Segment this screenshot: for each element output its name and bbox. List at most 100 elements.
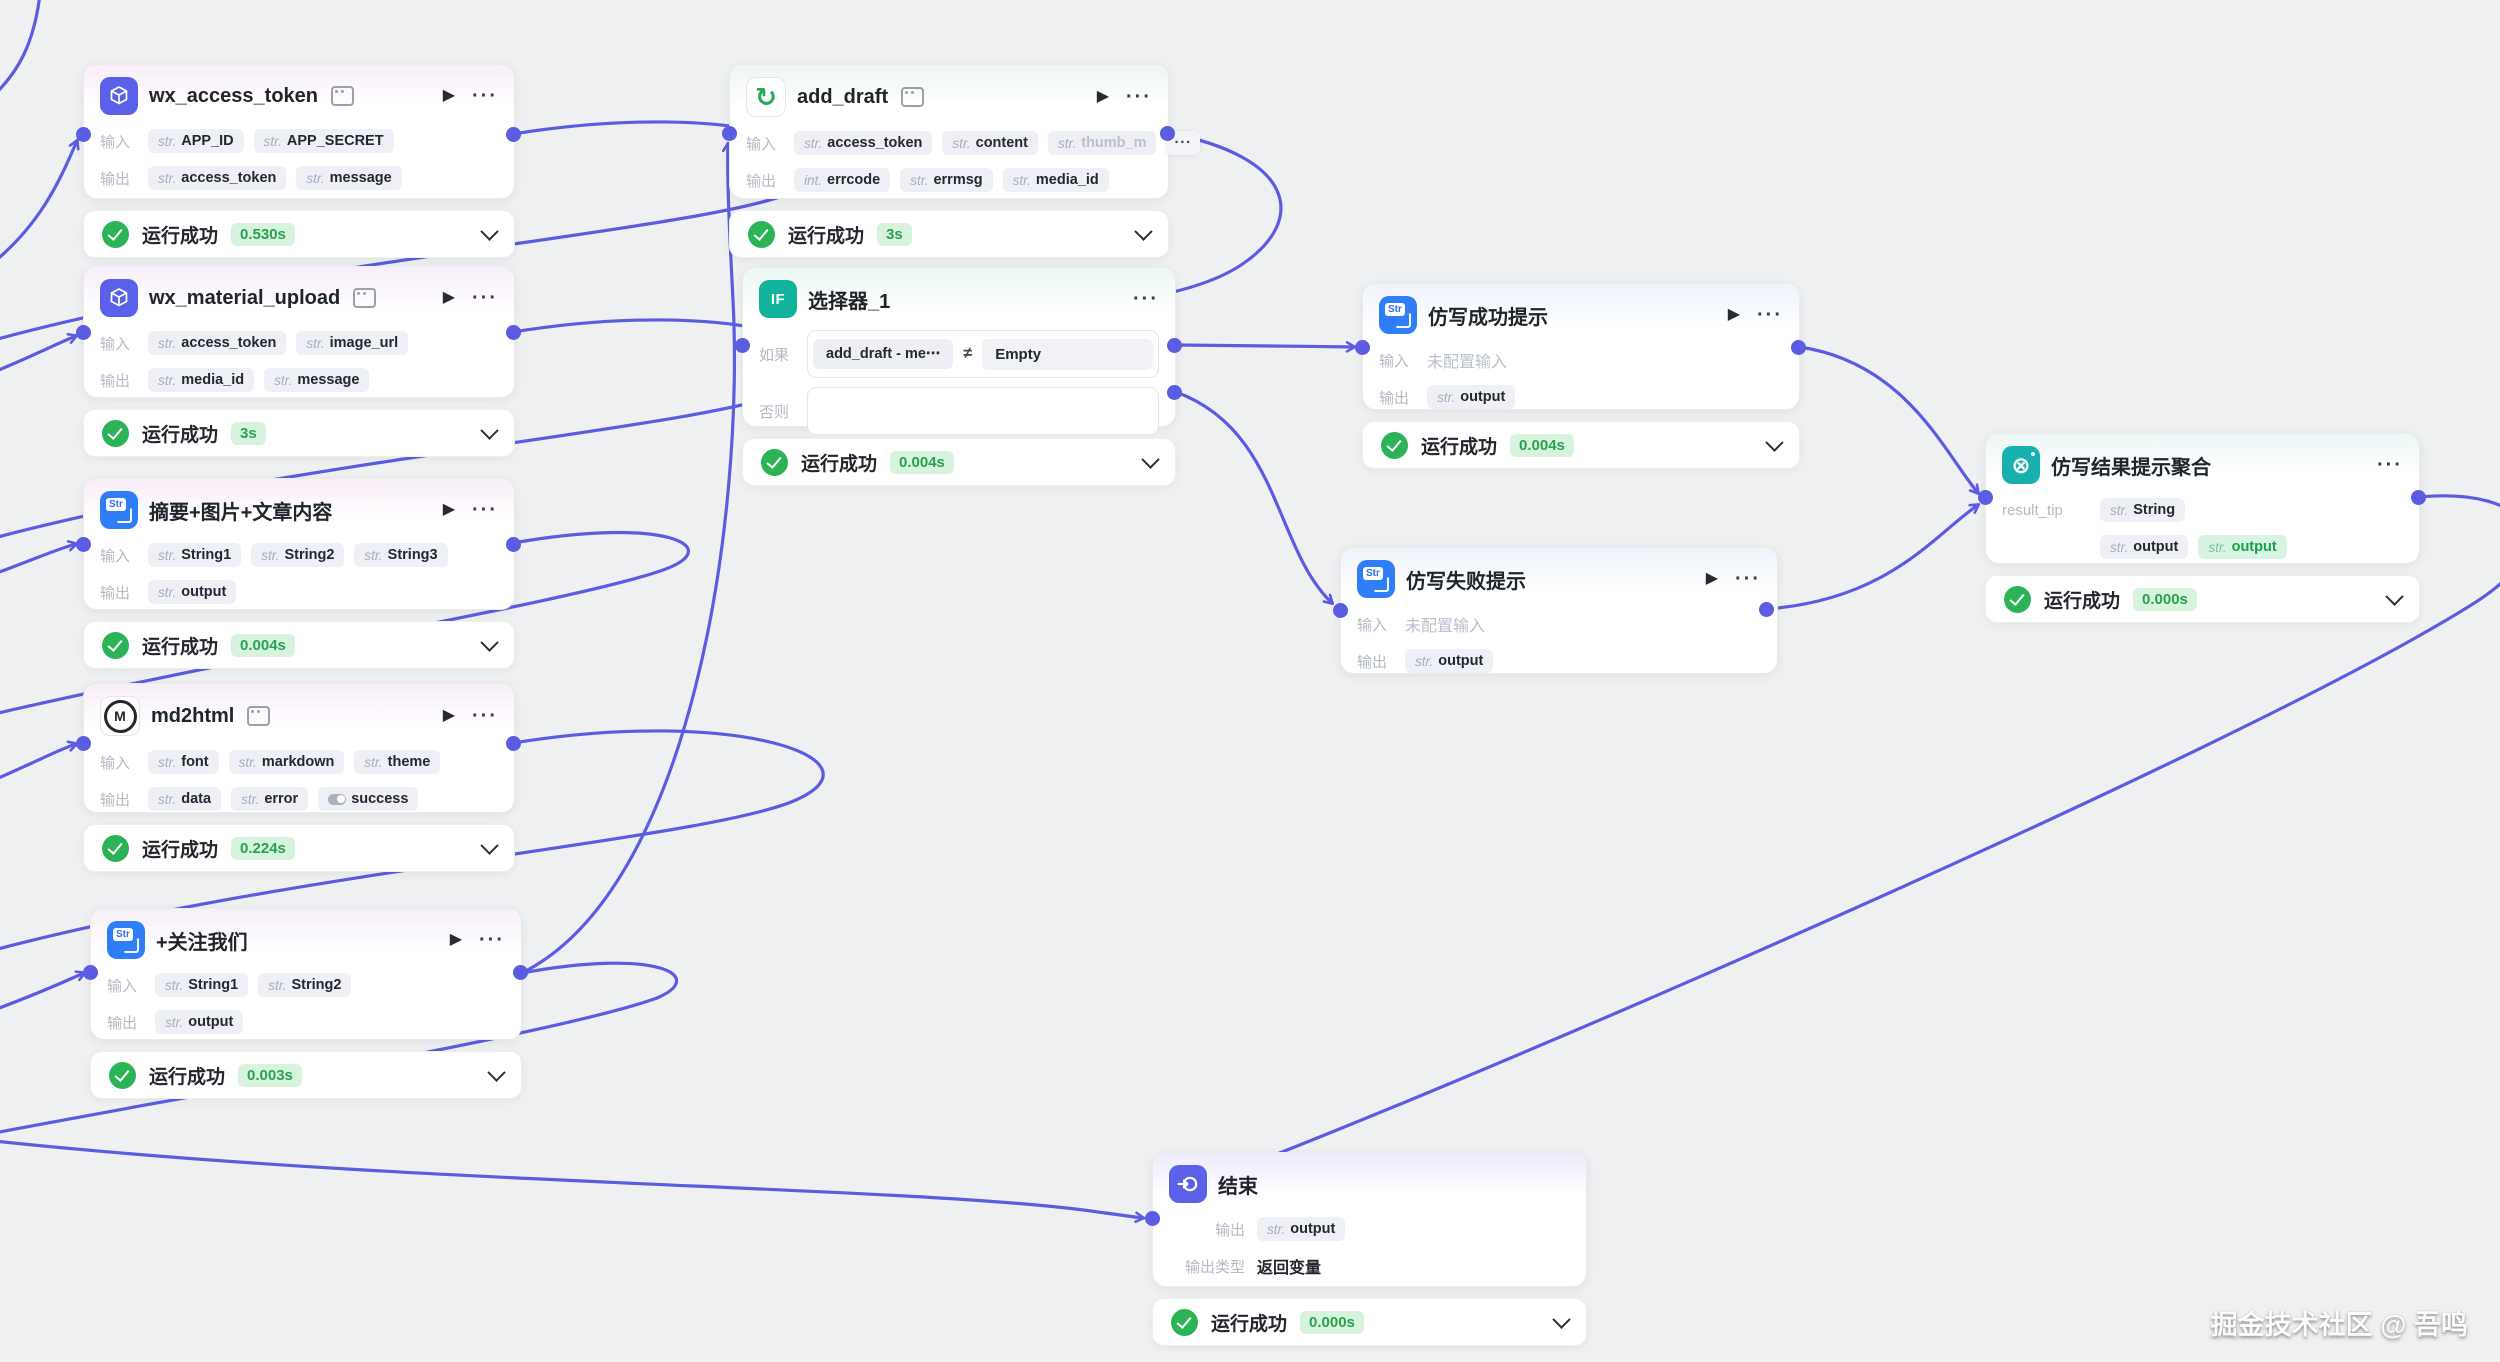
- row-label: 输入: [100, 547, 131, 565]
- condition-box[interactable]: add_draft - me⋯ ≠ Empty: [807, 330, 1159, 378]
- chevron-down-icon[interactable]: [480, 835, 499, 855]
- condition-box-empty[interactable]: [807, 387, 1159, 435]
- port-input-result_tip_merge[interactable]: [1977, 489, 1993, 505]
- run-node-button[interactable]: ▶: [1727, 306, 1741, 323]
- node-menu-button[interactable]: ···: [2377, 454, 2403, 476]
- param-name: access_token: [181, 170, 277, 186]
- param-name: String2: [291, 977, 342, 993]
- node-menu-button[interactable]: ···: [1133, 288, 1159, 310]
- node-menu-button[interactable]: ···: [472, 287, 498, 309]
- chevron-down-icon[interactable]: [1141, 449, 1160, 469]
- port-output-result_tip_merge[interactable]: [2410, 489, 2426, 505]
- port-output-md2html[interactable]: [505, 735, 521, 751]
- type-prefix: str.: [952, 135, 971, 151]
- port-output-success_tip[interactable]: [1790, 339, 1806, 355]
- type-prefix: str.: [1057, 135, 1077, 151]
- condition-operator[interactable]: ≠: [963, 345, 973, 362]
- status-time-badge: 0.530s: [231, 222, 295, 246]
- node-menu-button[interactable]: ···: [472, 705, 498, 727]
- port-input-success_tip[interactable]: [1354, 339, 1370, 355]
- port-output-follow_us[interactable]: [512, 964, 528, 980]
- port-input-follow_us[interactable]: [82, 964, 98, 980]
- node-menu-button[interactable]: ···: [1126, 86, 1152, 108]
- condition-right-operand[interactable]: Empty: [982, 338, 1153, 370]
- port-output-wx_access_token[interactable]: [505, 126, 521, 142]
- node-menu-button[interactable]: ···: [472, 499, 498, 521]
- condition-left-operand[interactable]: add_draft - me⋯: [813, 339, 954, 369]
- port-output-selector_1-2[interactable]: [1166, 384, 1182, 400]
- puzzle-knob: [1395, 312, 1411, 328]
- port-input-wx_material_upload[interactable]: [75, 324, 91, 340]
- node-menu-button[interactable]: ···: [1735, 568, 1761, 590]
- chevron-down-icon[interactable]: [1765, 432, 1784, 452]
- port-output-fail_tip[interactable]: [1758, 601, 1774, 617]
- run-node-button[interactable]: ▶: [442, 289, 456, 306]
- chevron-down-icon[interactable]: [1552, 1309, 1571, 1329]
- node-menu-button[interactable]: ···: [1757, 304, 1783, 326]
- row-label: 输入: [100, 335, 131, 353]
- chevron-down-icon[interactable]: [487, 1062, 506, 1082]
- type-prefix: str.: [165, 1014, 184, 1030]
- chevron-down-icon[interactable]: [1134, 221, 1153, 241]
- param-name: message: [329, 170, 392, 186]
- param-name: output: [1460, 389, 1506, 405]
- run-node-button[interactable]: ▶: [1096, 88, 1110, 105]
- chevron-down-icon[interactable]: [480, 632, 499, 652]
- param-name: String1: [181, 547, 232, 563]
- chevron-down-icon[interactable]: [480, 420, 499, 440]
- run-node-button[interactable]: ▶: [442, 501, 456, 518]
- row-label: 否则: [759, 403, 790, 421]
- port-input-wx_access_token[interactable]: [75, 126, 91, 142]
- if-label: IF: [770, 290, 786, 308]
- param-tag-String2: str.String2: [258, 973, 352, 997]
- chevron-down-icon[interactable]: [2385, 586, 2404, 606]
- param-tag-media_id: str.media_id: [1002, 168, 1109, 192]
- run-node-button[interactable]: ▶: [442, 707, 456, 724]
- node-menu-button[interactable]: ···: [472, 85, 498, 107]
- port-input-add_draft[interactable]: [721, 125, 737, 141]
- port-input-md2html[interactable]: [75, 735, 91, 751]
- row-label: 输出: [1357, 653, 1388, 671]
- port-input-end[interactable]: [1144, 1210, 1160, 1226]
- chevron-down-icon[interactable]: [480, 221, 499, 241]
- run-node-button[interactable]: ▶: [449, 931, 463, 948]
- port-output-summary_image_content[interactable]: [505, 536, 521, 552]
- run-node-button[interactable]: ▶: [1705, 570, 1719, 587]
- port-input-selector_1[interactable]: [734, 337, 750, 353]
- param-tag-message: str.message: [296, 166, 402, 190]
- port-output-wx_material_upload[interactable]: [505, 324, 521, 340]
- port-input-fail_tip[interactable]: [1332, 602, 1348, 618]
- node-menu-button[interactable]: ···: [479, 929, 505, 951]
- port-output-selector_1[interactable]: [1166, 337, 1182, 353]
- port-input-summary_image_content[interactable]: [75, 536, 91, 552]
- run-node-button[interactable]: ▶: [442, 87, 456, 104]
- status-time-badge: 0.003s: [238, 1063, 302, 1087]
- port-output-add_draft[interactable]: [1159, 125, 1175, 141]
